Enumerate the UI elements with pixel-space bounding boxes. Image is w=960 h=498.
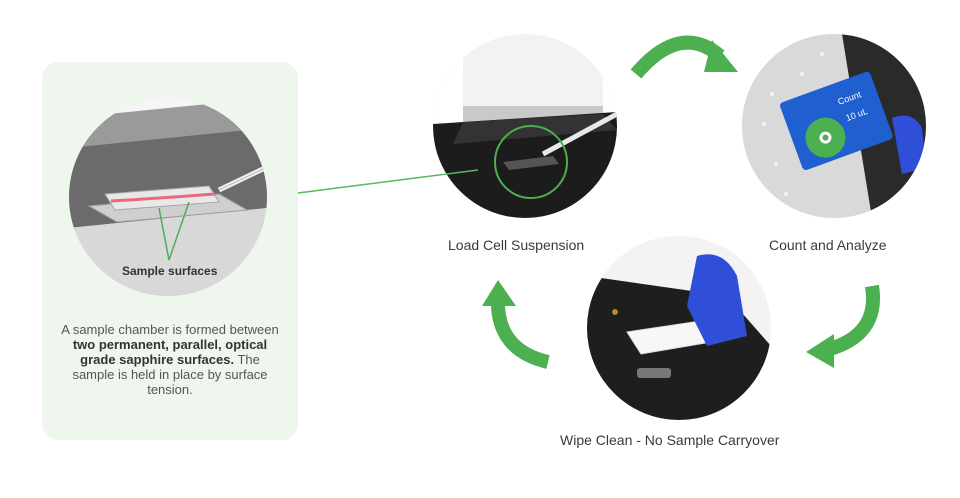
sample-surfaces-label: Sample surfaces [122, 264, 218, 278]
arrow-wipe-to-load [482, 280, 550, 369]
wipe-step-drawing [587, 236, 771, 420]
load-step-drawing [433, 34, 617, 218]
load-step-label: Load Cell Suspension [448, 237, 585, 253]
description-bold: two permanent, parallel, optical grade s… [72, 337, 268, 367]
sample-chamber-drawing [69, 98, 267, 296]
count-step-image: Count 10 uL [742, 34, 926, 218]
wipe-step-label: Wipe Clean - No Sample Carryover [560, 432, 780, 448]
chamber-description: A sample chamber is formed between two p… [58, 322, 282, 397]
count-step-label: Count and Analyze [769, 237, 887, 253]
arrow-count-to-wipe [806, 284, 880, 368]
wipe-step-image [587, 236, 771, 420]
description-text-2: The sample is held in place by surface t… [72, 352, 268, 397]
sample-chamber-illustration [69, 98, 267, 296]
arrow-load-to-count [630, 35, 738, 79]
load-step-image [433, 34, 617, 218]
count-step-drawing: Count 10 uL [742, 34, 926, 218]
description-text-1: A sample chamber is formed between [61, 322, 279, 337]
